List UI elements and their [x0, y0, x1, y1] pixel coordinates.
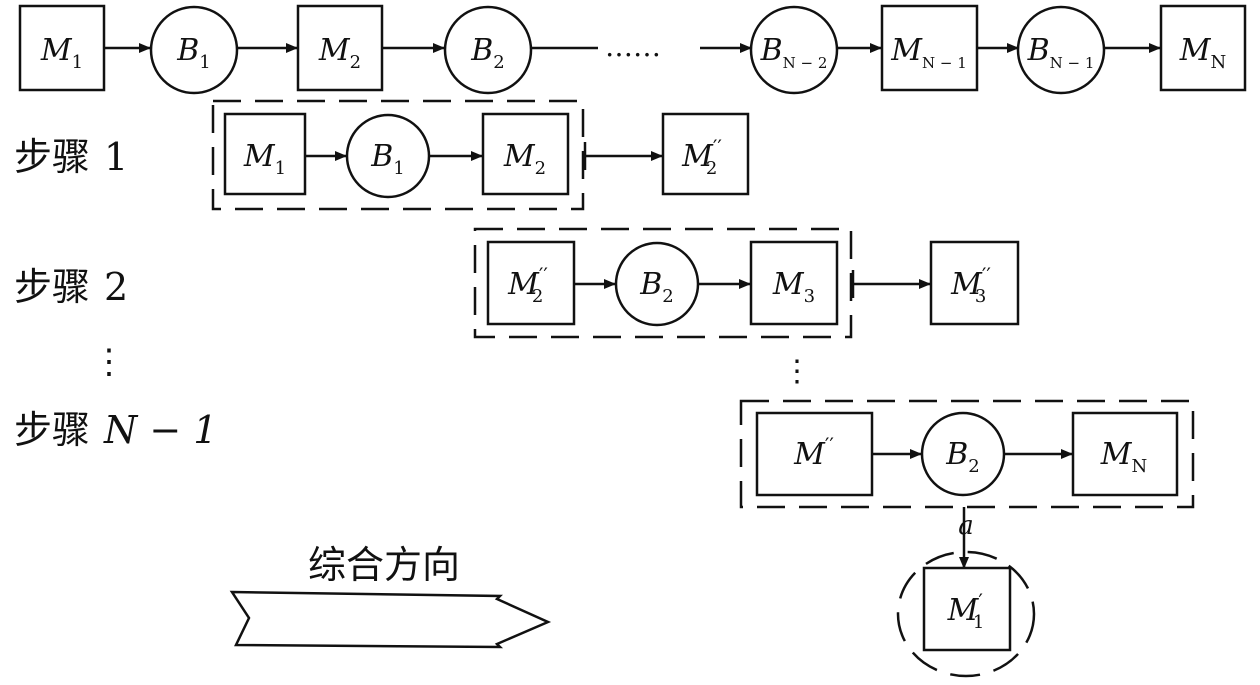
step1-dashed-frame: [211, 99, 585, 211]
final-result-box: [922, 566, 1012, 652]
step2-m2pp-label: M′′2: [507, 263, 548, 307]
stepN-group: [739, 399, 1195, 678]
step1-result-box: [661, 112, 750, 196]
step1-group: [211, 99, 750, 211]
stepN-mn-label: MN: [1100, 437, 1147, 477]
step1-m1-box: [223, 112, 307, 196]
stepN-mn-box: [1071, 411, 1179, 497]
step1-m2-box: [481, 112, 570, 196]
final-dashed-ellipse: [896, 550, 1036, 678]
chain-mn1-label: MN − 1: [890, 33, 967, 72]
step1-m2-label: M2: [503, 139, 546, 179]
step2-group: [473, 227, 1020, 339]
direction-arrow-shape: [229, 590, 552, 649]
direction-label: 综合方向: [308, 543, 460, 587]
step2-result-label: M′′3: [950, 263, 991, 307]
chain-bn1-label: BN − 1: [1027, 33, 1095, 72]
chain-b1-circle: [149, 5, 239, 95]
chain-m2-label: M2: [318, 33, 361, 73]
stepN-b2-label: B2: [945, 437, 980, 477]
chain-b1-label: B1: [176, 33, 211, 73]
stepN-mpp-label: M′′: [793, 433, 834, 472]
step2-result-box: [929, 240, 1020, 326]
step1-result-label: M′′2: [681, 135, 722, 179]
step2-m3-label: M3: [772, 267, 815, 307]
chain-b2-circle: [443, 5, 533, 95]
chain-b2-label: B2: [470, 33, 505, 73]
stepN-dashed-frame: [739, 399, 1195, 509]
chain-ellipsis: ……: [605, 30, 661, 63]
chain-m1-label: M1: [40, 33, 83, 73]
chain-mn-box: [1159, 4, 1247, 92]
chain-bn2-label: BN − 2: [760, 33, 828, 72]
full-chain: [18, 4, 1247, 95]
step1-b1-label: B1: [370, 139, 405, 179]
step2-m3-box: [749, 240, 839, 326]
right-vertical-ellipsis: ⋮: [782, 354, 812, 389]
left-vertical-ellipsis: ⋮: [92, 342, 126, 382]
step2-dashed-frame: [473, 227, 853, 339]
chain-mn-label: MN: [1179, 33, 1226, 73]
final-result-label: M′1: [947, 589, 985, 633]
step2-b2-label: B2: [639, 267, 674, 307]
edge-label-a: a: [958, 511, 974, 541]
step1-m1-label: M1: [243, 139, 286, 179]
